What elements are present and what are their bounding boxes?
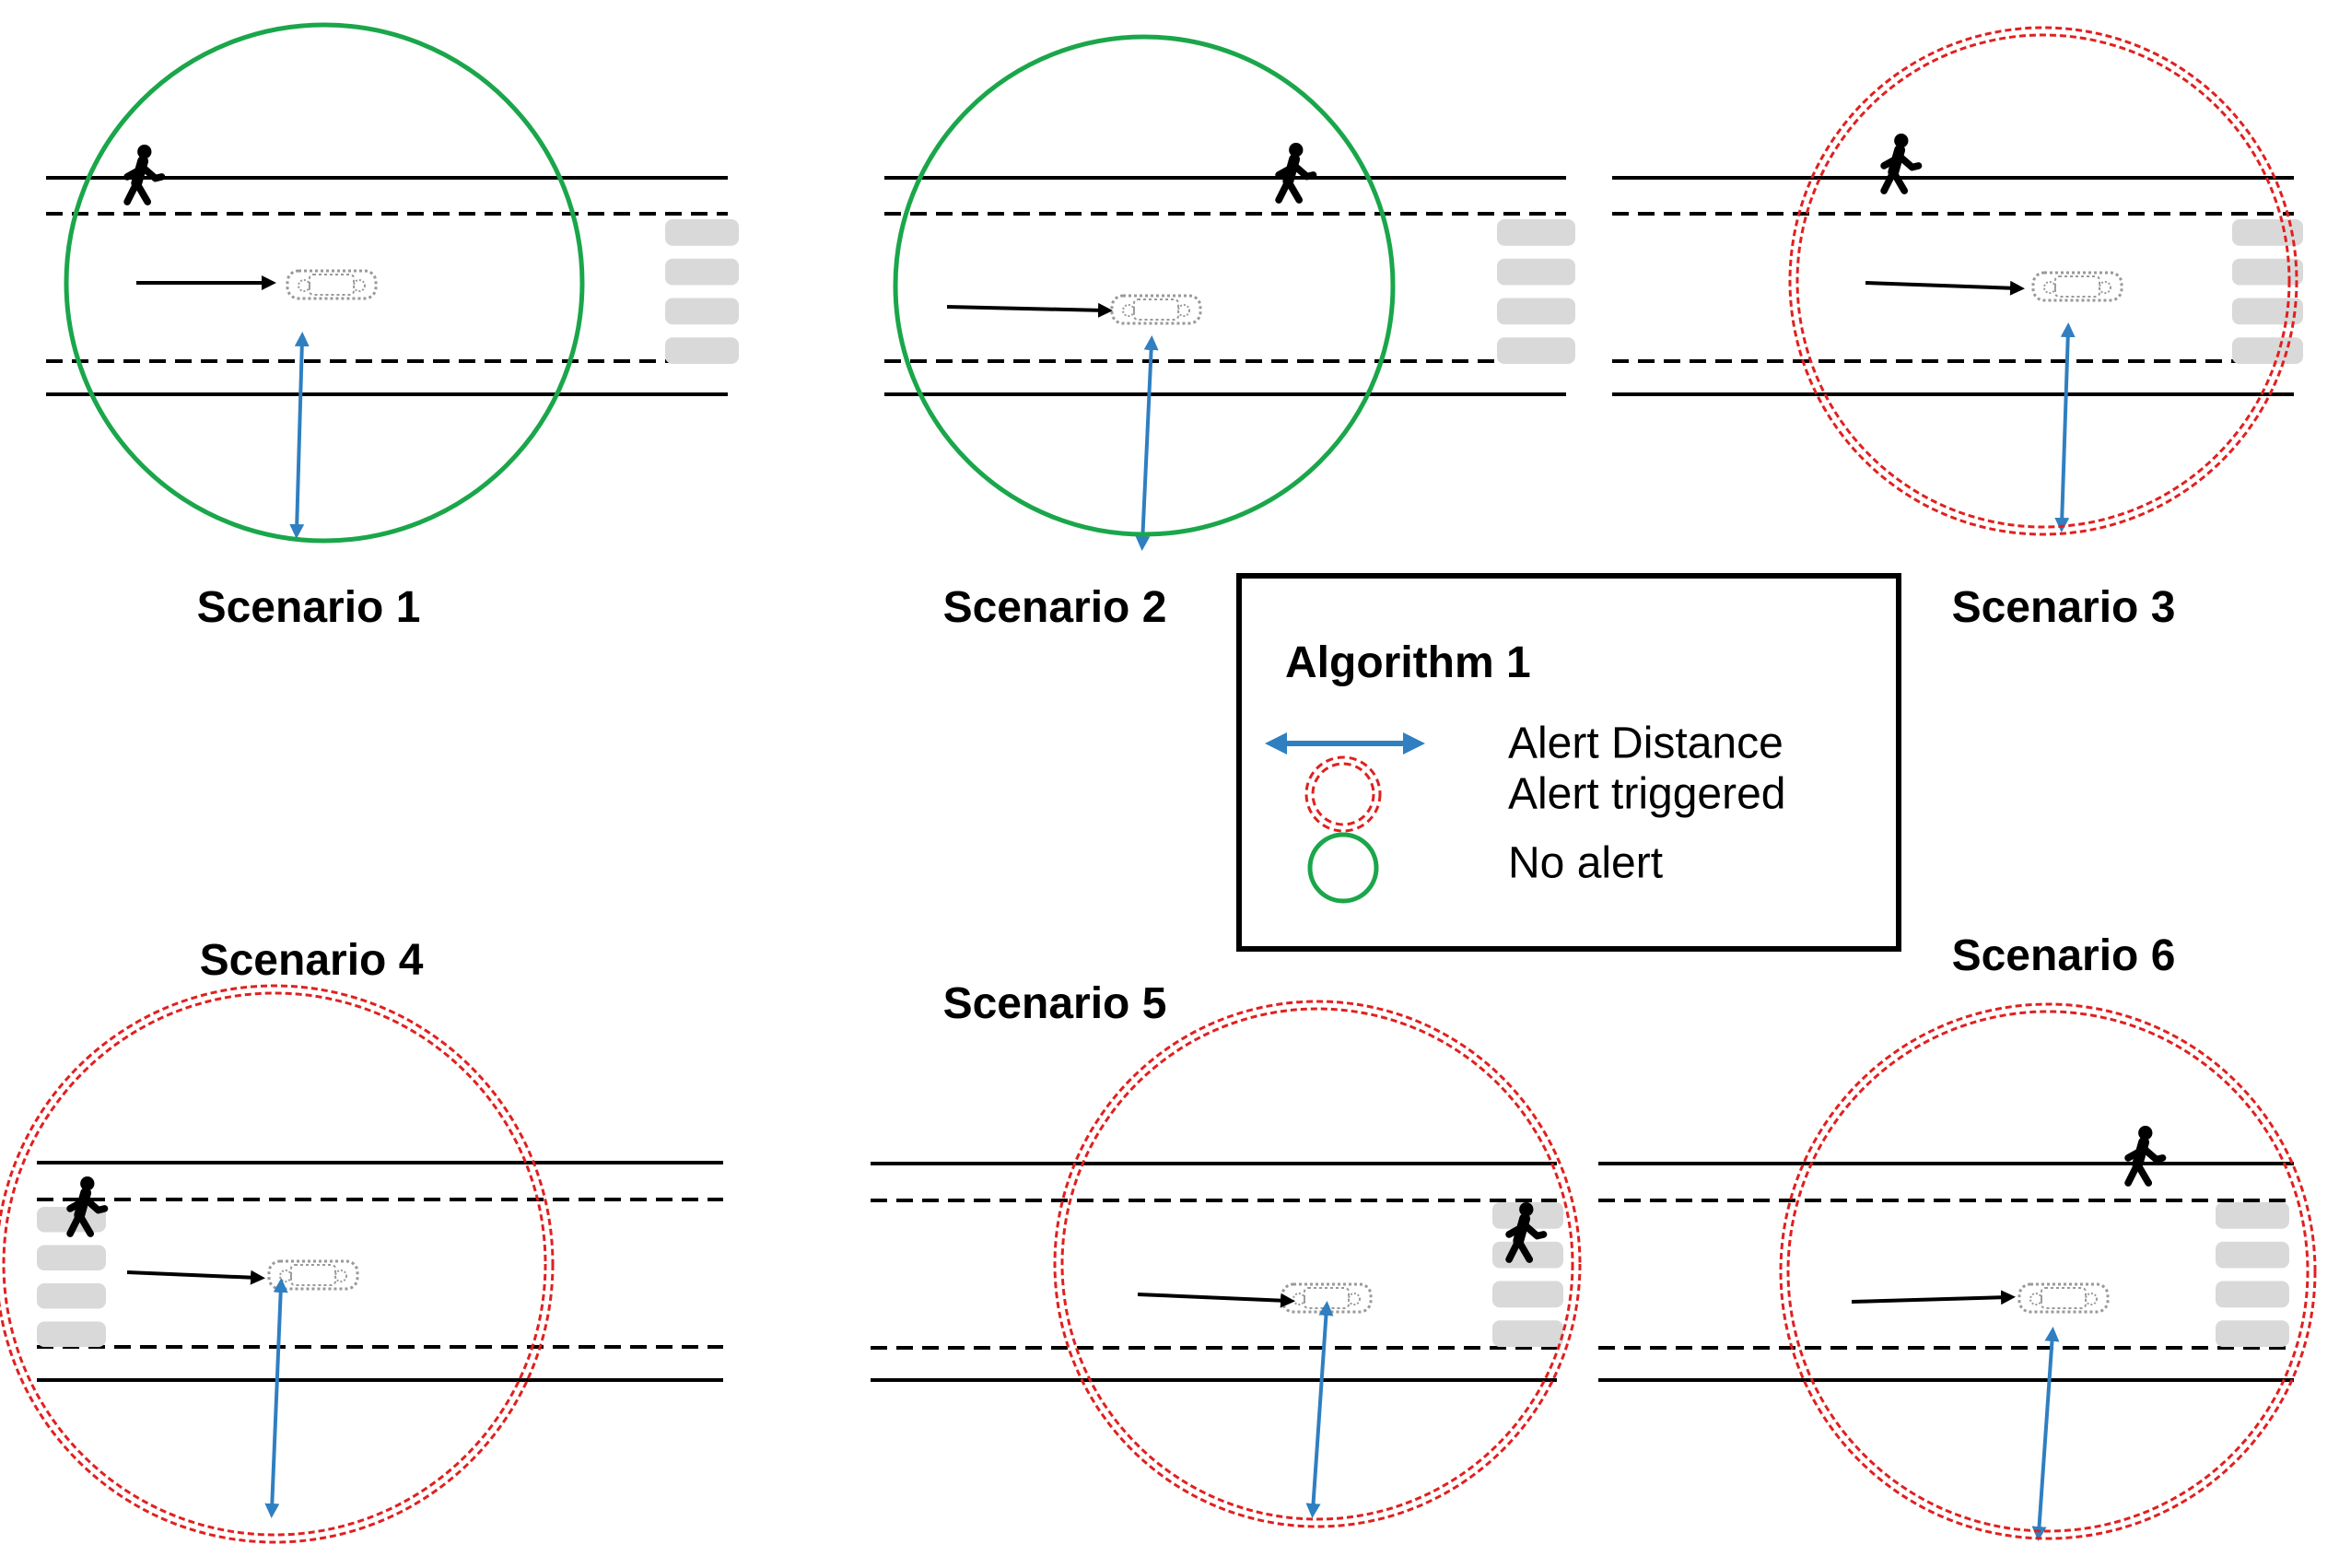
legend-label-no-alert: No alert	[1508, 839, 1663, 888]
car-icon	[286, 269, 378, 300]
alert-triggered-circle	[0, 984, 555, 1544]
crosswalk-stripe	[37, 1283, 106, 1309]
crosswalk-stripe	[37, 1321, 106, 1347]
scenario-2-label: Scenario 2	[943, 583, 1167, 632]
legend-title: Algorithm 1	[1285, 638, 1531, 687]
crosswalk-stripe	[1497, 219, 1575, 246]
green-circle-icon	[1307, 832, 1379, 904]
crosswalk-stripe	[1497, 258, 1575, 286]
crosswalk-stripe	[2216, 1281, 2289, 1308]
crosswalk-stripe	[2216, 1202, 2289, 1229]
alert-triggered-circle	[1053, 1000, 1582, 1528]
legend: Algorithm 1 Alert Distance Alert trigger…	[1236, 573, 1901, 952]
legend-label-alert-distance: Alert Distance	[1508, 720, 1783, 768]
alert-distance-arrow	[2054, 322, 2076, 532]
crosswalk	[665, 219, 739, 364]
road	[46, 176, 728, 396]
crosswalk-stripe	[2216, 1241, 2289, 1269]
scenario-6-label: Scenario 6	[1952, 931, 2176, 980]
scenario-1	[46, 22, 739, 544]
crosswalk-stripe	[665, 298, 739, 325]
pedestrian-icon	[1275, 143, 1317, 204]
crosswalk-stripe	[1497, 337, 1575, 364]
road	[1598, 1162, 2294, 1382]
scenarios-layer	[0, 22, 2317, 1544]
alert-distance-arrow	[1135, 335, 1159, 551]
scenario-4-label: Scenario 4	[200, 936, 424, 985]
crosswalk-stripe	[2232, 298, 2303, 325]
car-icon	[2031, 271, 2123, 302]
direction-arrow	[946, 302, 1113, 318]
direction-arrow	[1851, 1290, 2016, 1305]
crosswalk-stripe	[1492, 1281, 1563, 1308]
scenario-3	[1612, 26, 2303, 536]
road	[871, 1162, 1557, 1382]
scenario-3-label: Scenario 3	[1952, 583, 2176, 632]
alert-distance-arrow	[289, 332, 310, 539]
car-icon	[2017, 1282, 2110, 1314]
dashed-red-circle-icon	[1304, 755, 1382, 833]
road	[37, 1161, 723, 1382]
pedestrian-icon	[2124, 1126, 2167, 1187]
crosswalk	[2232, 219, 2303, 364]
legend-box	[1236, 573, 1901, 952]
car-icon	[267, 1259, 359, 1291]
crosswalk-stripe	[2216, 1320, 2289, 1347]
crosswalk-stripe	[665, 219, 739, 246]
crosswalk	[1497, 219, 1575, 364]
pedestrian-icon	[1880, 134, 1923, 194]
no-alert-circle	[64, 22, 585, 544]
crosswalk-stripe	[2232, 258, 2303, 286]
alert-distance-arrow	[264, 1278, 288, 1518]
legend-label-alert-triggered: Alert triggered	[1508, 770, 1785, 819]
crosswalk-stripe	[665, 337, 739, 364]
road	[1612, 176, 2294, 396]
direction-arrow	[1137, 1293, 1295, 1308]
crosswalk-stripe	[665, 258, 739, 286]
alert-triggered-circle	[1788, 26, 2298, 536]
crosswalk-stripe	[1492, 1320, 1563, 1347]
alert-triggered-circle	[1779, 1002, 2317, 1540]
scenario-1-label: Scenario 1	[197, 583, 421, 632]
scenario-4	[0, 984, 723, 1544]
scenario-5-label: Scenario 5	[943, 979, 1167, 1028]
alert-distance-arrow	[1305, 1301, 1334, 1518]
road	[884, 176, 1566, 396]
scenario-5	[871, 1000, 1582, 1528]
car-icon	[1281, 1282, 1373, 1314]
pedestrian-icon	[1505, 1202, 1548, 1263]
scenario-6	[1598, 1002, 2317, 1541]
alert-distance-arrow	[2031, 1327, 2060, 1541]
direction-arrow	[126, 1270, 265, 1285]
car-icon	[1110, 294, 1202, 325]
direction-arrow	[1865, 280, 2025, 296]
crosswalk-stripe	[1497, 298, 1575, 325]
no-alert-circle	[893, 34, 1396, 537]
pedestrian-icon	[66, 1176, 109, 1237]
pedestrian-icon	[123, 145, 166, 205]
crosswalk	[2216, 1202, 2289, 1347]
crosswalk-stripe	[37, 1245, 106, 1270]
scenario-2	[884, 34, 1575, 551]
crosswalk-stripe	[2232, 337, 2303, 364]
